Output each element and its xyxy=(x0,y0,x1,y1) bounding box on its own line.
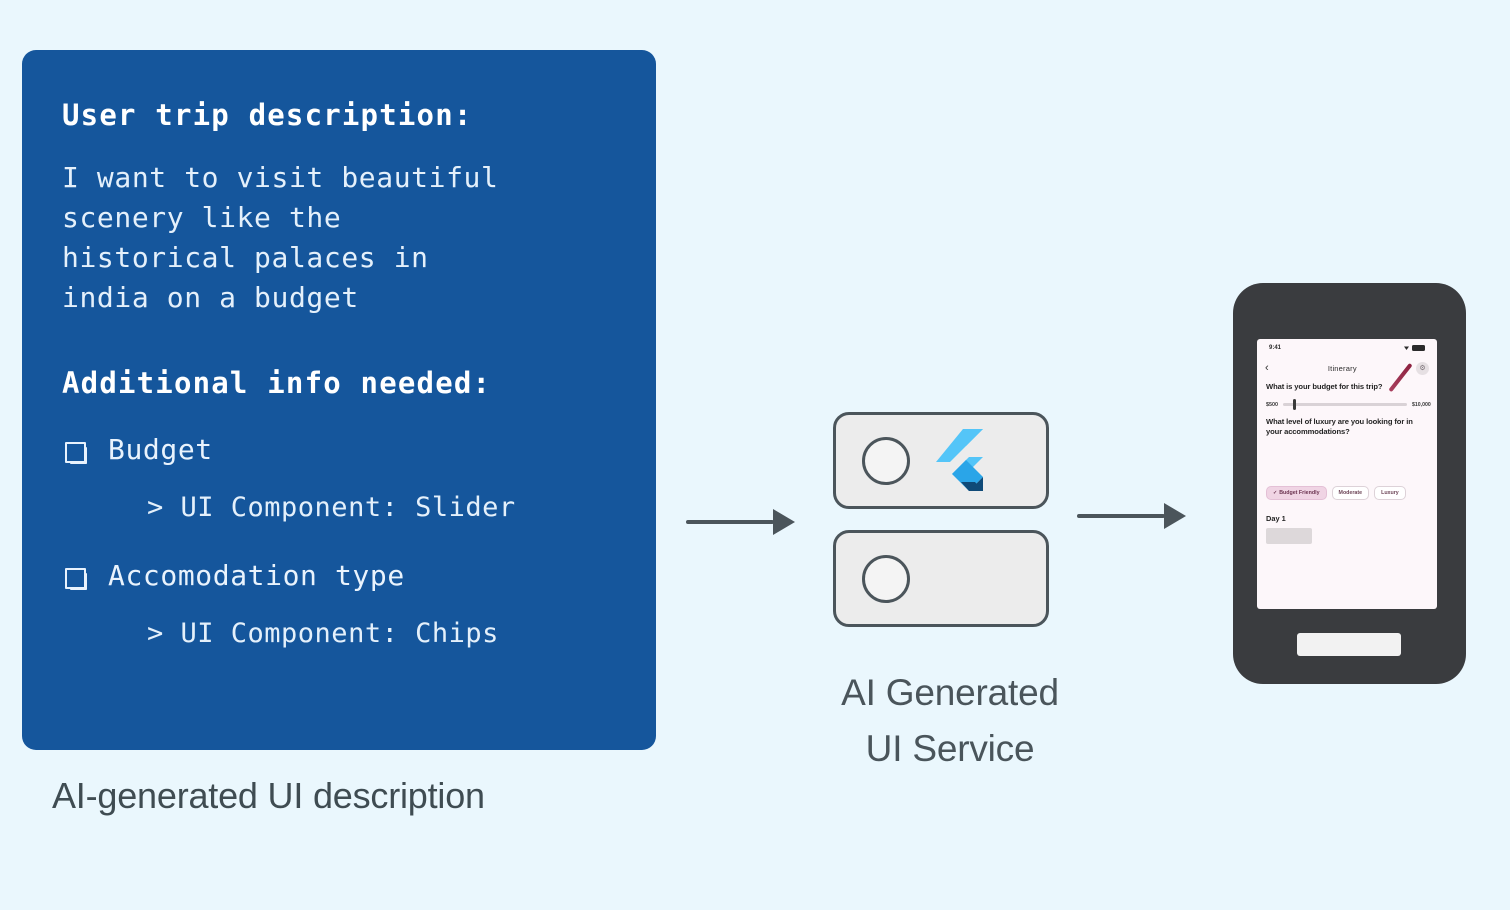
luxury-question-label: What level of luxury are you looking for… xyxy=(1266,416,1413,437)
additional-info-needed-heading: Additional info needed: xyxy=(62,366,492,400)
chip-budget-friendly[interactable]: ✓ Budget Friendly xyxy=(1266,485,1327,500)
arrow-shaft xyxy=(1077,514,1165,518)
phone-mockup: 9:41 ‹ Itinerary ⚙ What is your budget f… xyxy=(1233,283,1466,684)
accommodation-chip-group: ✓ Budget Friendly Moderate Luxury xyxy=(1266,485,1428,500)
slider-thumb[interactable] xyxy=(1292,399,1296,410)
chip-moderate[interactable]: Moderate xyxy=(1331,485,1370,500)
arrow-head xyxy=(773,509,795,535)
info-item-label: Accomodation type xyxy=(108,559,405,592)
slider-track[interactable] xyxy=(1283,399,1407,410)
circle-icon xyxy=(862,554,910,603)
app-bar-title: Itinerary xyxy=(1327,363,1357,373)
ai-generated-ui-service-group xyxy=(833,412,1049,627)
check-icon: ✓ xyxy=(1273,489,1278,496)
user-trip-description-body: I want to visit beautiful scenery like t… xyxy=(62,161,499,314)
arrow-shaft xyxy=(686,520,774,524)
arrow-to-phone-icon xyxy=(1077,503,1186,529)
circle-icon xyxy=(862,436,910,485)
info-item-accomodation-component: > UI Component: Chips xyxy=(147,618,499,649)
service-box-empty[interactable] xyxy=(833,530,1049,627)
info-item-accomodation-type: Accomodation type xyxy=(62,558,616,594)
slider-max-label: $10,000 xyxy=(1412,401,1431,408)
chip-label: Budget Friendly xyxy=(1279,489,1320,496)
arrow-head xyxy=(1164,503,1186,529)
flutter-logo-icon xyxy=(936,428,983,491)
wifi-icon xyxy=(1404,346,1409,350)
ai-generated-ui-description-card: User trip description: I want to visit b… xyxy=(22,50,656,750)
budget-slider[interactable]: $500 $10,000 xyxy=(1266,399,1431,410)
ballot-box-icon xyxy=(62,442,88,466)
info-item-label: Budget xyxy=(108,433,213,466)
home-indicator xyxy=(1297,633,1401,656)
service-box-flutter[interactable] xyxy=(833,412,1049,509)
battery-icon xyxy=(1412,344,1425,351)
description-card-caption: AI-generated UI description xyxy=(52,775,485,816)
chevron-left-icon[interactable]: ‹ xyxy=(1265,361,1269,374)
day-thumbnail-placeholder xyxy=(1266,527,1312,544)
ballot-box-icon xyxy=(62,568,88,592)
user-trip-description-heading: User trip description: xyxy=(62,98,473,132)
status-bar-time: 9:41 xyxy=(1269,344,1282,351)
service-caption-line-1: AI Generated xyxy=(841,672,1059,713)
budget-question-label: What is your budget for this trip? xyxy=(1266,382,1383,391)
service-caption-line-2: UI Service xyxy=(865,728,1035,769)
day-section-label: Day 1 xyxy=(1266,513,1286,523)
arrow-to-service-icon xyxy=(686,509,795,535)
phone-screen: 9:41 ‹ Itinerary ⚙ What is your budget f… xyxy=(1257,339,1437,609)
info-item-budget: Budget xyxy=(62,432,616,468)
service-caption: AI Generated UI Service xyxy=(810,665,1090,777)
phone-status-bar: 9:41 xyxy=(1257,339,1437,356)
info-item-budget-component: > UI Component: Slider xyxy=(147,492,516,523)
phone-app-bar: ‹ Itinerary ⚙ xyxy=(1257,356,1437,380)
gear-icon[interactable]: ⚙ xyxy=(1416,361,1429,375)
status-bar-indicators xyxy=(1404,344,1425,351)
chip-luxury[interactable]: Luxury xyxy=(1374,485,1406,500)
phone-content: What is your budget for this trip? $500 … xyxy=(1257,380,1437,544)
slider-min-label: $500 xyxy=(1266,401,1278,408)
